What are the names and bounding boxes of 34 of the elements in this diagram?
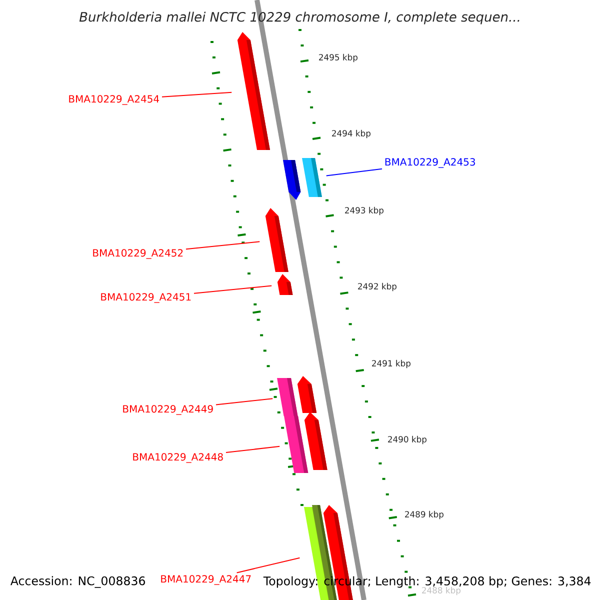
gene-block <box>277 378 298 416</box>
leader-line <box>236 557 300 574</box>
gene-block <box>302 158 322 197</box>
gene-label: BMA10229_A2454 <box>69 95 160 105</box>
leader-line <box>194 285 272 294</box>
gene-label: BMA10229_A2448 <box>133 453 223 463</box>
gene-block <box>304 412 328 470</box>
gene-label: BMA10229_A2449 <box>123 405 213 415</box>
leader-line <box>162 92 232 98</box>
leader-line <box>216 398 274 406</box>
gene-label: BMA10229_A2451 <box>101 293 191 303</box>
scale-label: 2495 kbp <box>319 54 358 62</box>
gene-block <box>265 208 288 272</box>
gene-label: BMA10229_A2452 <box>93 249 183 259</box>
gene-block <box>283 160 301 200</box>
gene-label: BMA10229_A2447 <box>161 575 251 585</box>
footer-text: Accession: NC_008836 <box>10 576 146 588</box>
footer-text: Topology: circular; Length: 3,458,208 bp; Genes: 3,384 <box>263 576 591 588</box>
scale-label: 2491 kbp <box>372 360 410 368</box>
gene-label: BMA10229_A2453 <box>385 158 475 168</box>
scale-label: 2489 kbp <box>405 510 444 520</box>
gene-block <box>237 32 270 150</box>
gene-block <box>297 376 317 413</box>
gene-block <box>284 416 308 473</box>
leader-line <box>186 241 260 250</box>
leader-line <box>326 168 382 176</box>
scale-label: 2488 kbp <box>422 586 460 596</box>
scale-label: 2493 kbp <box>345 206 384 216</box>
title: Burkholderia mallei NCTC 10229 chromosome I, complete sequen... <box>79 12 520 24</box>
leader-line <box>226 446 280 453</box>
scale-label: 2494 kbp <box>332 130 370 138</box>
scale-label: 2490 kbp <box>388 436 426 444</box>
gene-block <box>277 274 293 295</box>
scale-label: 2492 kbp <box>358 282 396 292</box>
